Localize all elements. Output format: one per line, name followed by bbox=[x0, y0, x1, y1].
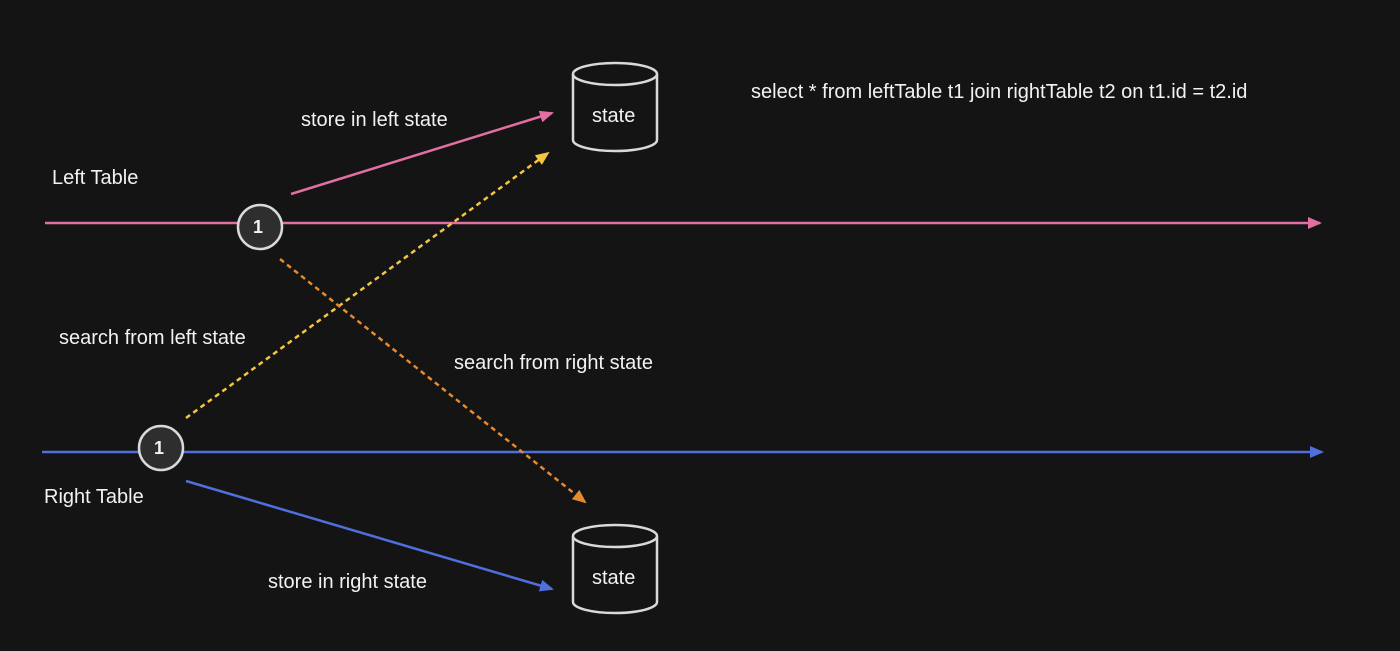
store-right-label: store in right state bbox=[268, 571, 427, 593]
left-event-node bbox=[236, 203, 284, 251]
right-event-node-label: 1 bbox=[154, 438, 165, 458]
database-cylinder-icon bbox=[571, 523, 659, 615]
bottom-state-label: state bbox=[592, 567, 636, 589]
left-event-node-label: 1 bbox=[253, 217, 264, 237]
search-right-label: search from right state bbox=[454, 352, 653, 374]
search-left-label: search from left state bbox=[59, 327, 246, 349]
store-right-arrow bbox=[185, 479, 554, 592]
sql-query-text: select * from leftTable t1 join rightTab… bbox=[751, 81, 1248, 103]
store-left-label: store in left state bbox=[301, 109, 448, 131]
top-state-label: state bbox=[592, 105, 636, 127]
store-left-arrow bbox=[290, 110, 554, 196]
search-left-arrow bbox=[185, 151, 550, 420]
database-cylinder-icon bbox=[571, 61, 659, 153]
right-event-node bbox=[137, 424, 185, 472]
search-right-arrow bbox=[279, 258, 587, 504]
left-table-label: Left Table bbox=[52, 167, 139, 189]
right-table-label: Right Table bbox=[44, 486, 144, 508]
